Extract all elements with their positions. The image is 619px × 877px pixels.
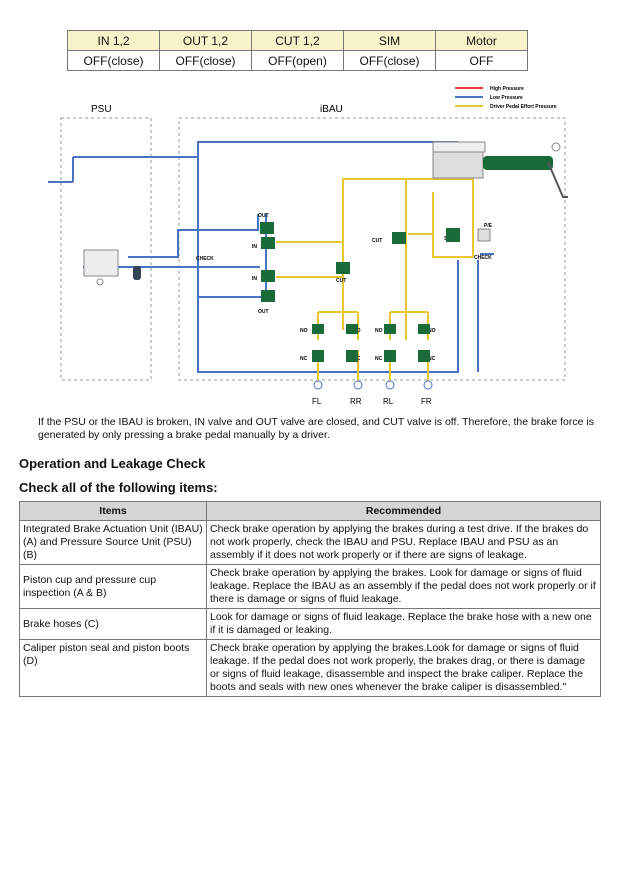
label-in-top: IN: [252, 244, 257, 250]
state-value-row: OFF(close) OFF(close) OFF(open) OFF(clos…: [67, 50, 528, 71]
label-no3: NO: [375, 328, 383, 334]
failure-mode-paragraph: If the PSU or the IBAU is broken, IN val…: [38, 416, 594, 441]
label-pe: P/E: [484, 223, 493, 229]
item-cell: Caliper piston seal and piston boots (D): [19, 639, 207, 697]
legend-pedal-label: Driver Pedal Effort Pressure: [490, 104, 557, 110]
caliper-rr: [353, 380, 363, 390]
label-no1: NO: [300, 328, 308, 334]
wheel-fl: FL: [312, 397, 322, 406]
label-nc3: NC: [375, 356, 383, 362]
check-table-header: Items Recommended: [19, 501, 601, 521]
pedal-pressure-lines: [276, 172, 474, 382]
recommended-cell: Check brake operation by applying the br…: [206, 520, 601, 565]
nc-valve-2: [346, 350, 358, 362]
label-cut-right: CUT: [372, 238, 382, 244]
brake-pedal: [547, 161, 568, 198]
state-header-out: OUT 1,2: [159, 30, 252, 51]
label-in-bottom: IN: [252, 276, 257, 282]
state-header-cut: CUT 1,2: [251, 30, 344, 51]
valve-state-table: IN 1,2 OUT 1,2 CUT 1,2 SIM Motor OFF(clo…: [67, 30, 528, 71]
recommended-cell: Look for damage or signs of fluid leakag…: [206, 608, 601, 640]
psu-box: [60, 117, 152, 381]
heading-check-items: Check all of the following items:: [19, 480, 218, 495]
state-header-motor: Motor: [435, 30, 528, 51]
state-value-motor: OFF: [435, 50, 528, 71]
state-header-in: IN 1,2: [67, 30, 160, 51]
caliper-fr: [423, 380, 433, 390]
table-row: Caliper piston seal and piston boots (D)…: [19, 639, 601, 697]
nc-valve-4: [418, 350, 430, 362]
out-valve-bottom: [261, 290, 275, 302]
state-value-out: OFF(close): [159, 50, 252, 71]
diagram-legend: High Pressure Low Pressure Driver Pedal …: [455, 86, 557, 110]
label-cut-left: CUT: [336, 278, 346, 284]
wheel-calipers: FL RR RL FR: [312, 380, 433, 406]
label-check-left: CHECK: [196, 256, 214, 262]
label-no4: NO: [428, 328, 436, 334]
recommended-cell: Check brake operation by applying the br…: [206, 639, 601, 697]
state-header-sim: SIM: [343, 30, 436, 51]
in-valve-top: [261, 237, 275, 249]
label-out-bottom: OUT: [258, 309, 269, 315]
brake-hydraulic-diagram: High Pressure Low Pressure Driver Pedal …: [48, 86, 568, 406]
cut-valve-left: [336, 262, 350, 274]
label-nc1: NC: [300, 356, 308, 362]
heading-operation-leakage: Operation and Leakage Check: [19, 456, 206, 471]
no-valve-2: [346, 324, 358, 334]
nc-valve-3: [384, 350, 396, 362]
no-valve-1: [312, 324, 324, 334]
legend-low-label: Low Pressure: [490, 95, 523, 101]
recommended-cell: Check brake operation by applying the br…: [206, 564, 601, 609]
item-cell: Piston cup and pressure cup inspection (…: [19, 564, 207, 609]
pedal-rod: [483, 156, 553, 170]
state-header-row: IN 1,2 OUT 1,2 CUT 1,2 SIM Motor: [67, 30, 528, 51]
table-row: Integrated Brake Actuation Unit (IBAU) (…: [19, 520, 601, 565]
cut-valve-right: [392, 232, 406, 244]
psu-accumulator: [133, 266, 141, 280]
caliper-fl: [313, 380, 323, 390]
table-row: Brake hoses (C) Look for damage or signs…: [19, 608, 601, 640]
item-cell: Integrated Brake Actuation Unit (IBAU) (…: [19, 520, 207, 565]
label-check-right: CHECK: [474, 255, 492, 261]
caliper-rl: [385, 380, 395, 390]
state-value-sim: OFF(close): [343, 50, 436, 71]
ibau-label: iBAU: [320, 104, 343, 115]
legend-high-label: High Pressure: [490, 86, 524, 92]
psu-label: PSU: [91, 104, 112, 115]
master-cylinder: [432, 149, 484, 179]
wheel-rl: RL: [383, 397, 394, 406]
check-table: Items Recommended Integrated Brake Actua…: [19, 501, 601, 697]
wheel-rr: RR: [350, 397, 362, 406]
col-items-header: Items: [19, 501, 207, 521]
low-pressure-lines: [48, 141, 494, 373]
out-valve-top: [260, 222, 274, 234]
reservoir: [432, 141, 486, 153]
state-value-cut: OFF(open): [251, 50, 344, 71]
sim-valve: [446, 228, 460, 242]
no-valve-3: [384, 324, 396, 334]
label-nc4: NC: [428, 356, 436, 362]
item-cell: Brake hoses (C): [19, 608, 207, 640]
no-valve-4: [418, 324, 430, 334]
pe-sensor: [477, 228, 491, 242]
wheel-fr: FR: [421, 397, 432, 406]
label-out-top: OUT: [258, 213, 269, 219]
nc-valve-1: [312, 350, 324, 362]
table-row: Piston cup and pressure cup inspection (…: [19, 564, 601, 609]
state-value-in: OFF(close): [67, 50, 160, 71]
pedal-switch: [551, 142, 561, 152]
in-valve-bottom: [261, 270, 275, 282]
psu-pump-assembly: [83, 249, 141, 286]
col-recommended-header: Recommended: [206, 501, 601, 521]
